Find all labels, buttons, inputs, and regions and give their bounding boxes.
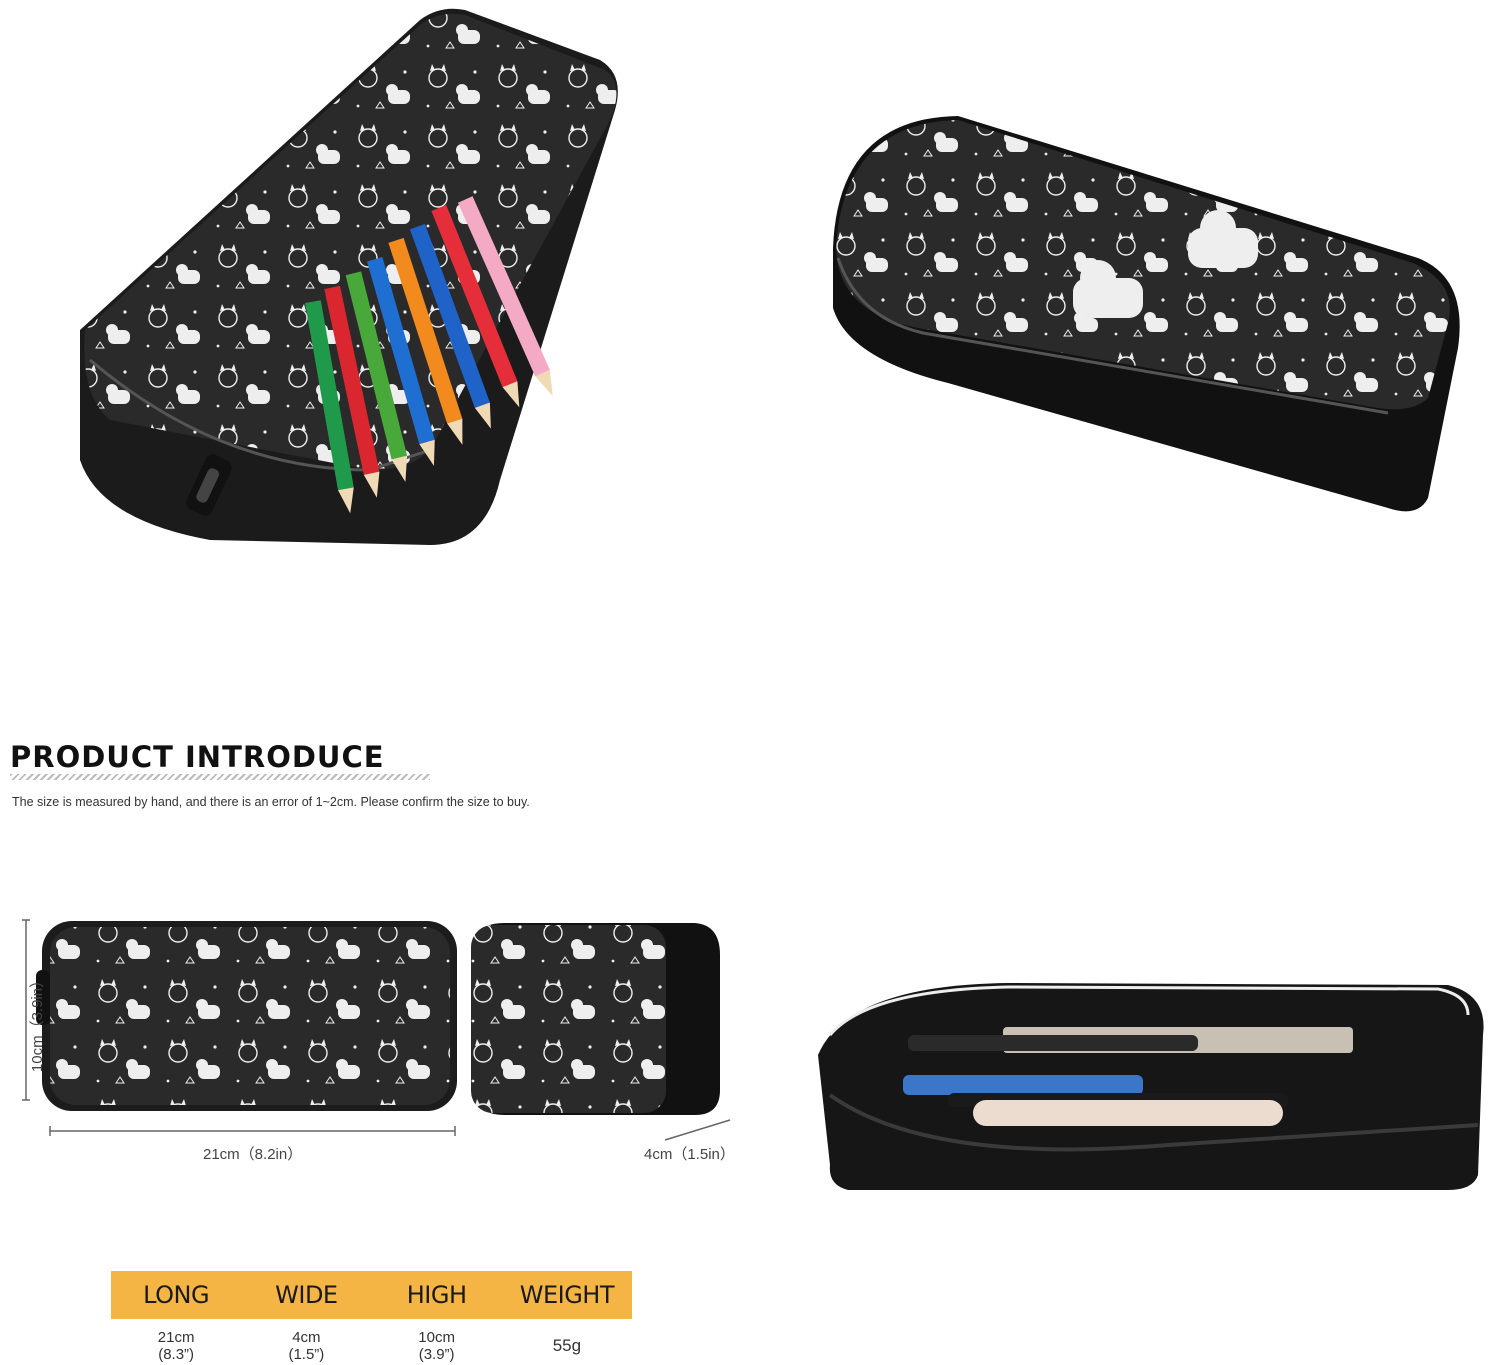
cat-pattern-icon [1073, 210, 1258, 318]
spec-header-row: LONG WIDE HIGH WEIGHT [111, 1271, 632, 1319]
spec-header: HIGH [371, 1271, 502, 1319]
height-label: 10cm（3.9in） [29, 972, 47, 1073]
size-note: The size is measured by hand, and there … [12, 795, 530, 809]
spec-sub: (8.3”) [158, 1346, 195, 1363]
spec-value-long: 21cm (8.3”) [111, 1319, 241, 1364]
zipper-icon [186, 454, 232, 516]
spec-header: WEIGHT [501, 1271, 632, 1319]
spec-value-wide: 4cm (1.5”) [241, 1319, 371, 1364]
product-photo-closed [828, 108, 1468, 518]
spec-main: 55g [552, 1336, 582, 1355]
product-photo-open [808, 975, 1488, 1205]
spec-value-row: 21cm (8.3”) 4cm (1.5”) 10cm (3.9”) 55g [111, 1319, 632, 1364]
spec-sub: (3.9”) [418, 1346, 455, 1363]
length-label: 21cm（8.2in） [203, 1146, 303, 1163]
spec-sub: (1.5”) [288, 1346, 325, 1363]
product-photo-with-pencils [70, 0, 670, 580]
dimension-diagram-front [20, 915, 470, 1145]
dimension-diagram-side [465, 915, 745, 1145]
spec-main: 21cm [157, 1329, 195, 1346]
spec-main: 4cm [292, 1329, 321, 1346]
pencil-icon [305, 196, 553, 514]
heading-underline [10, 774, 430, 780]
width-label: 4cm（1.5in） [644, 1146, 735, 1163]
spec-header: WIDE [241, 1271, 372, 1319]
zipper-icon [36, 970, 50, 1025]
spec-header: LONG [111, 1271, 242, 1319]
section-heading: PRODUCT INTRODUCE [10, 740, 385, 774]
spec-value-high: 10cm (3.9”) [372, 1319, 502, 1364]
spec-main: 10cm [418, 1329, 455, 1346]
spec-value-weight: 55g [502, 1319, 632, 1364]
pencil-case-body [833, 116, 1460, 512]
spec-table: LONG WIDE HIGH WEIGHT 21cm (8.3”) 4cm (1… [111, 1271, 632, 1364]
